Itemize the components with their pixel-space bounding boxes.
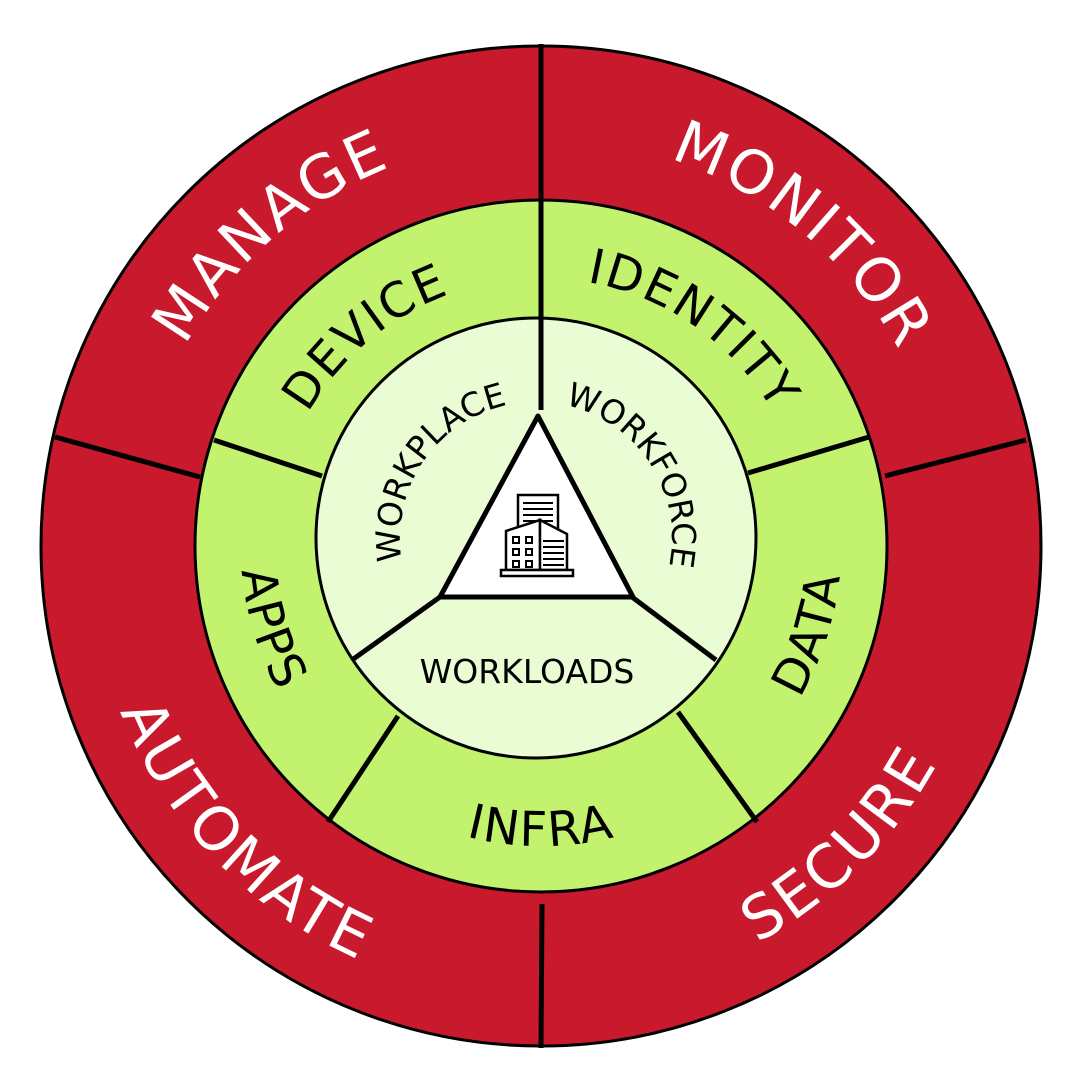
dividers (54, 44, 1027, 1049)
segment-infra: INFRA (463, 794, 618, 859)
segment-workloads: WORKLOADS (420, 652, 635, 691)
office-building-icon (499, 493, 575, 578)
